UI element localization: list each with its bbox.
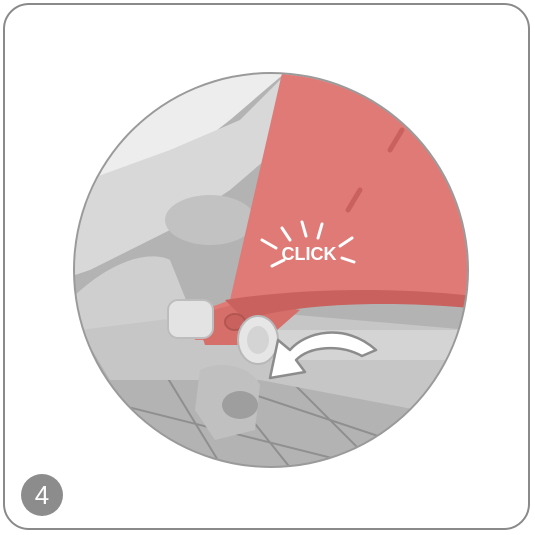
step-number-badge: 4	[21, 474, 63, 516]
detail-scene	[60, 60, 490, 490]
click-callout: CLICK	[282, 244, 337, 264]
